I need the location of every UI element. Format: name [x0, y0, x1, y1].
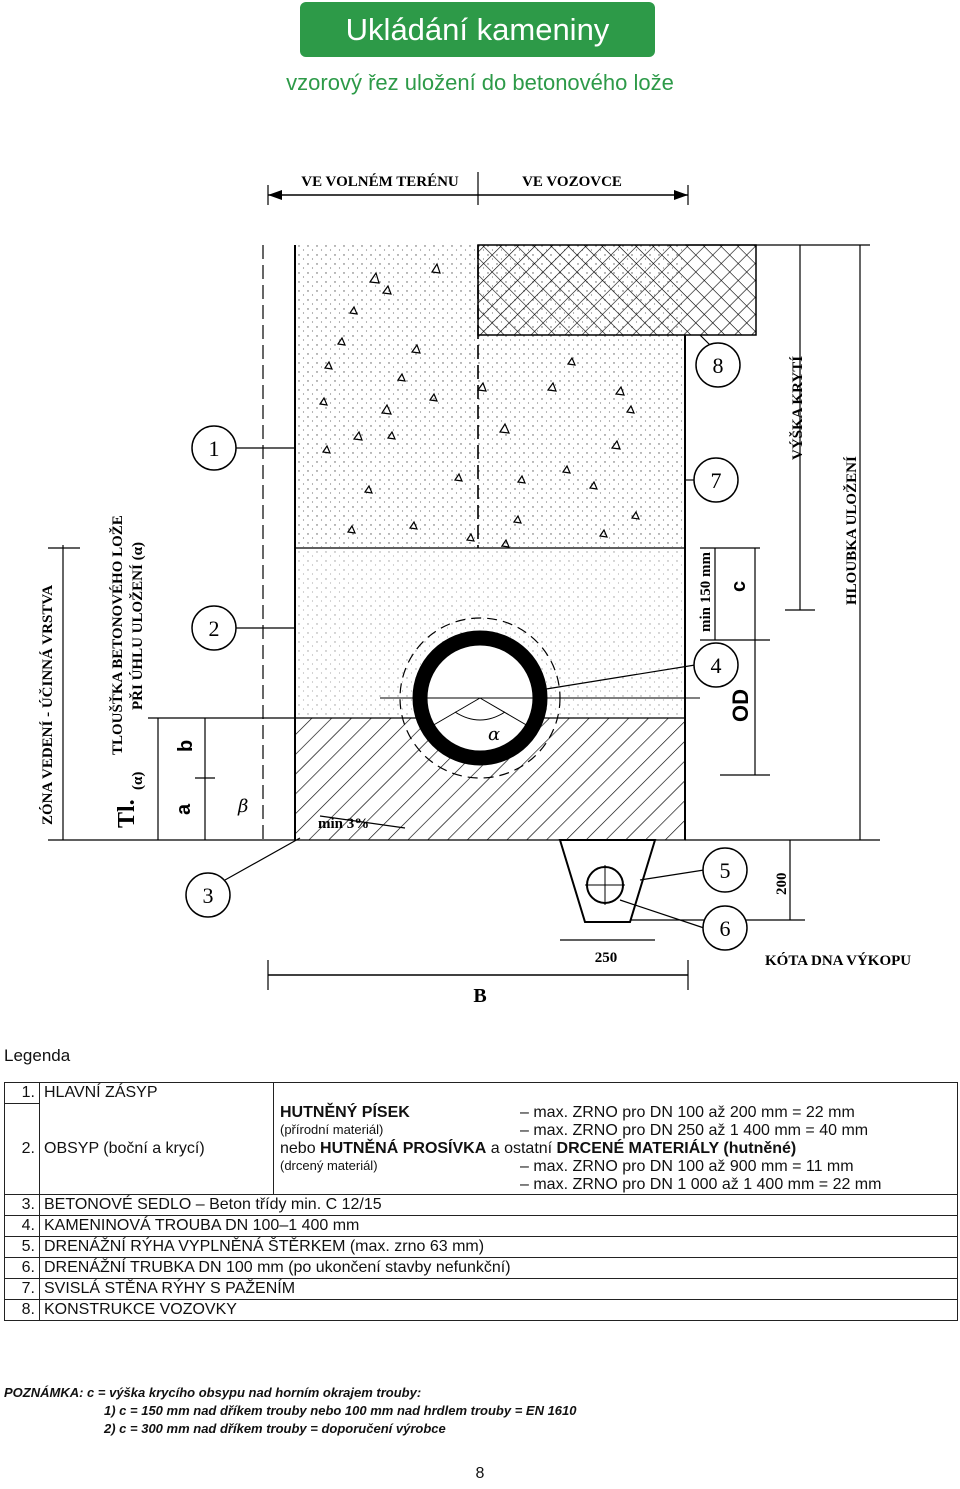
label-min150: min 150 mm	[698, 552, 714, 633]
label-in-road: VE VOZOVCE	[522, 174, 622, 190]
legend-row-8: 8.KONSTRUKCE VOZOVKY	[4, 1298, 958, 1321]
legend-row-2: 2. OBSYP (boční a krycí) HUTNĚNÝ PÍSEK– …	[4, 1103, 958, 1195]
clay-pipe: α	[380, 617, 700, 779]
label-tl: Tl.	[114, 799, 140, 828]
label-slope: min 3%	[318, 816, 369, 832]
callout-7: 7	[711, 468, 722, 493]
page-number: 8	[475, 1465, 485, 1482]
note: POZNÁMKA: c = výška krycího obsypu nad h…	[4, 1384, 577, 1438]
label-c: c	[728, 581, 750, 592]
label-trench-bottom: KÓTA DNA VÝKOPU	[765, 952, 911, 969]
legend-row-7: 7.SVISLÁ STĚNA RÝHY S PAŽENÍM	[4, 1277, 958, 1300]
callout-2: 2	[209, 616, 220, 641]
trench-cross-section-diagram: VE VOLNÉM TERÉNU VE VOZOVCE α	[39, 172, 911, 1007]
note-line-1: POZNÁMKA: c = výška krycího obsypu nad h…	[4, 1385, 422, 1400]
callout-1: 1	[209, 436, 220, 461]
legend-table: 1. HLAVNÍ ZÁSYP 2. OBSYP (boční a krycí)…	[4, 1082, 958, 1321]
legend-row-2-details: HUTNĚNÝ PÍSEK– max. ZRNO pro DN 100 až 2…	[280, 1103, 882, 1193]
note-line-3: 2) c = 300 mm nad dříkem trouby = doporu…	[104, 1421, 446, 1436]
callout-3: 3	[203, 883, 214, 908]
label-width-B: B	[473, 985, 486, 1007]
label-200: 200	[774, 873, 790, 896]
label-open-terrain: VE VOLNÉM TERÉNU	[301, 173, 459, 190]
note-line-2: 1) c = 150 mm nad dříkem trouby nebo 100…	[104, 1403, 577, 1418]
callouts: 1 2 3 4 5 6 7 8	[185, 334, 748, 951]
legend-row-3: 3.BETONOVÉ SEDLO – Beton třídy min. C 12…	[4, 1193, 958, 1216]
legend-row-5: 5.DRENÁŽNÍ RÝHA VYPLNĚNÁ ŠTĚRKEM (max. z…	[4, 1235, 958, 1258]
label-beta: β	[237, 796, 248, 817]
legend-row-4: 4.KAMENINOVÁ TROUBA DN 100–1 400 mm	[4, 1214, 958, 1237]
label-cover-height: VÝŠKA KRYTÍ	[789, 356, 806, 460]
page-title: Ukládání kameniny	[300, 2, 655, 57]
label-burial-depth: HLOUBKA ULOŽENÍ	[843, 456, 860, 605]
right-dimensions	[630, 244, 880, 921]
legend-title: Legenda	[4, 1046, 71, 1065]
label-thickness-1: TLOUŠŤKA BETONOVÉHO LOŽE	[109, 515, 126, 755]
aggregate-symbols	[318, 262, 640, 548]
left-dimensions	[48, 545, 296, 841]
label-a: a	[173, 803, 195, 815]
callout-8: 8	[713, 353, 724, 378]
drainage-trench	[558, 839, 657, 923]
label-alpha: α	[488, 724, 500, 745]
label-b: b	[175, 740, 197, 752]
callout-4: 4	[711, 653, 722, 678]
road-construction-zone	[477, 244, 757, 336]
callout-6: 6	[720, 916, 731, 941]
callout-5: 5	[720, 858, 731, 883]
legend-row-6: 6.DRENÁŽNÍ TRUBKA DN 100 mm (po ukončení…	[4, 1256, 958, 1279]
label-tl-alpha: (α)	[130, 772, 146, 790]
top-dimension: VE VOLNÉM TERÉNU VE VOZOVCE	[267, 172, 689, 205]
label-od: OD	[728, 689, 753, 722]
label-250: 250	[595, 950, 618, 966]
page-subtitle: vzorový řez uložení do betonového lože	[286, 70, 674, 95]
legend-row-1: 1. HLAVNÍ ZÁSYP	[4, 1082, 958, 1104]
label-zone: ZÓNA VEDENÍ - ÚČINNÁ VRSTVA	[39, 585, 56, 825]
label-thickness-2: PŘI ÚHLU ULOŽENÍ (α)	[129, 542, 146, 710]
